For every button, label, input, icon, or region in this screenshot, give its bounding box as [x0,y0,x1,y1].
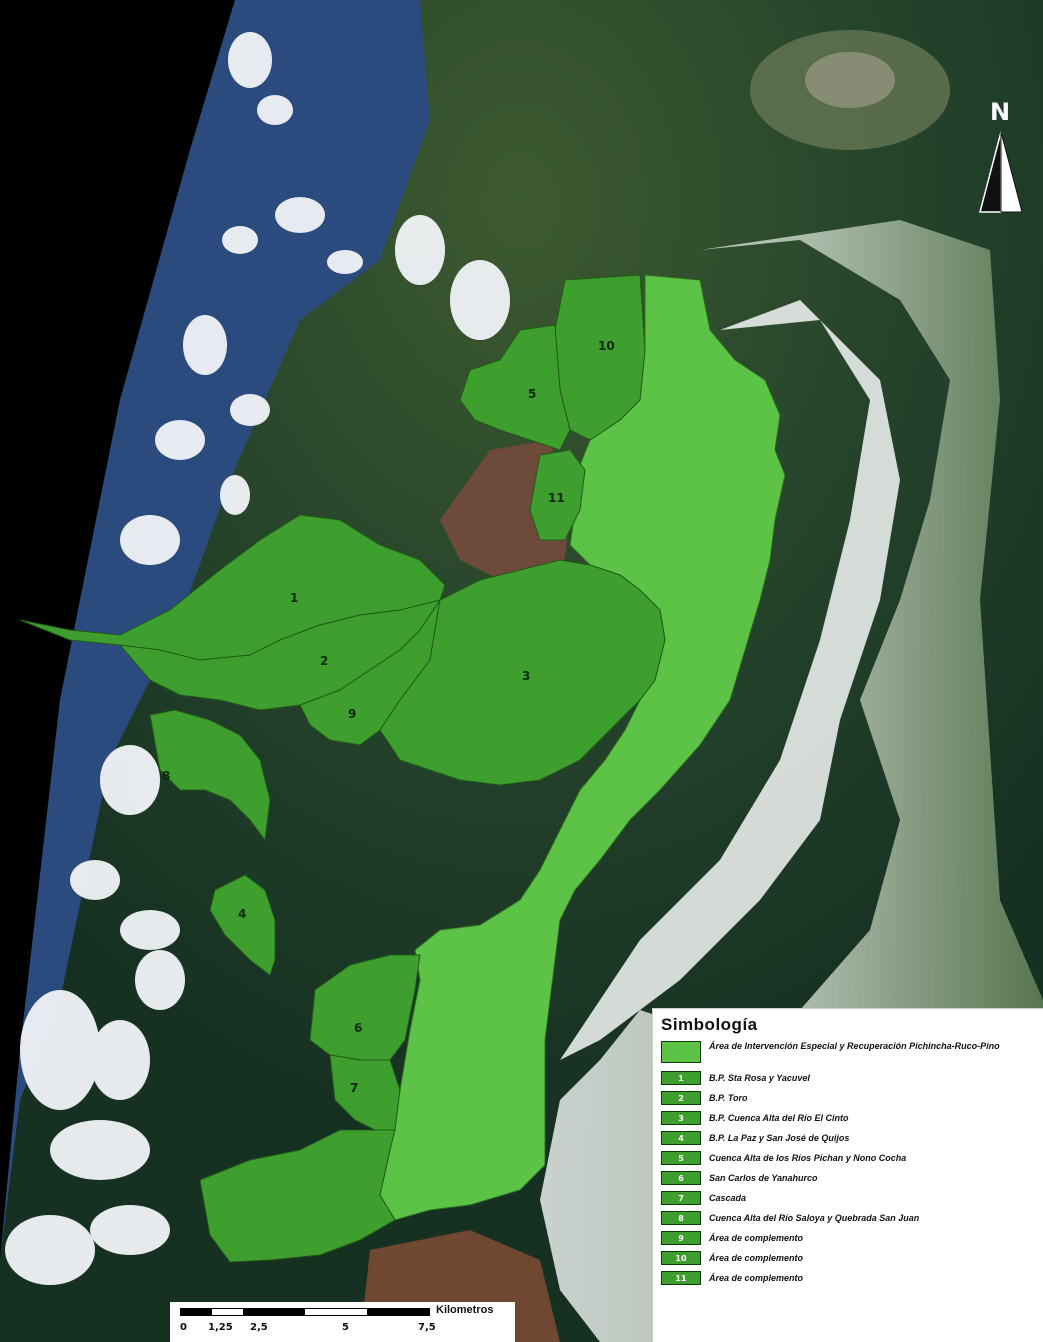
zone-south-area[interactable] [199,1129,396,1263]
legend-item-10: 10 Área de complemento [661,1251,1035,1265]
zone-2-label: 2 [320,654,328,668]
cloud-patches [5,32,510,1285]
zone-9-label: 9 [348,707,356,721]
cloud-region-west [0,0,430,1342]
legend-item-2: 2 B.P. Toro [661,1091,1035,1105]
legend-item-3: 3 B.P. Cuenca Alta del Río El Cinto [661,1111,1035,1125]
legend-swatch-11: 11 [661,1271,701,1285]
urban-area-core [560,300,900,1060]
north-arrow-icon: N [979,98,1023,213]
scale-tick-0: 0 [180,1322,187,1333]
legend-item-main: Área de Intervención Especial y Recupera… [661,1041,1035,1063]
zone-5-label: 5 [528,387,536,401]
legend-label-6: San Carlos de Yanahurco [709,1172,818,1183]
legend-label-10: Área de complemento [709,1252,804,1263]
legend-item-7: 7 Cascada [661,1191,1035,1205]
legend-swatch-5: 5 [661,1151,701,1165]
legend-item-11: 11 Área de complemento [661,1271,1035,1285]
volcano-crater [805,52,895,108]
legend-label-9: Área de complemento [709,1232,804,1243]
legend-label-main: Área de Intervención Especial y Recupera… [709,1041,1000,1051]
scale-tick-2: 2,5 [250,1322,268,1333]
legend-item-6: 6 San Carlos de Yanahurco [661,1171,1035,1185]
legend-item-9: 9 Área de complemento [661,1231,1035,1245]
legend-swatch-2: 2 [661,1091,701,1105]
legend-label-4: B.P. La Paz y San José de Quijos [709,1132,850,1143]
legend-item-1: 1 B.P. Sta Rosa y Yacuvel [661,1071,1035,1085]
legend-swatch-10: 10 [661,1251,701,1265]
legend-label-11: Área de complemento [709,1272,804,1283]
scale-bar: Kilometros 0 1,25 2,5 5 7,5 [170,1302,515,1342]
legend-swatch-7: 7 [661,1191,701,1205]
legend-label-7: Cascada [709,1192,747,1203]
legend-item-4: 4 B.P. La Paz y San José de Quijos [661,1131,1035,1145]
scale-bar-unit: Kilometros [436,1304,494,1316]
legend-label-5: Cuenca Alta de los Ríos Pichan y Nono Co… [709,1152,907,1163]
zone-4-label: 4 [238,907,246,921]
legend-item-5: 5 Cuenca Alta de los Ríos Pichan y Nono C… [661,1151,1035,1165]
legend: Simbología Área de Intervención Especial… [652,1008,1043,1342]
zone-5-area[interactable] [459,324,571,451]
zone-8-label: 8 [162,769,170,783]
legend-swatch-9: 9 [661,1231,701,1245]
scale-bar-graphic [180,1308,430,1316]
zone-6-label: 6 [354,1021,362,1035]
zone-10-label: 10 [598,339,615,353]
legend-swatch-main [661,1041,701,1063]
legend-item-8: 8 Cuenca Alta del Río Saloya y Quebrada S… [661,1211,1035,1225]
legend-swatch-3: 3 [661,1111,701,1125]
legend-title: Simbología [661,1015,758,1034]
scale-tick-1: 1,25 [208,1322,233,1333]
zone-3-area[interactable] [379,559,666,786]
legend-label-3: B.P. Cuenca Alta del Río El Cinto [709,1112,849,1123]
zone-4-area[interactable] [209,874,276,976]
zone-3-label: 3 [522,669,530,683]
legend-swatch-4: 4 [661,1131,701,1145]
legend-label-2: B.P. Toro [709,1092,748,1103]
zone-7-label: 7 [350,1081,358,1095]
zone-8-area[interactable] [149,709,271,842]
legend-swatch-1: 1 [661,1071,701,1085]
scale-tick-3: 5 [342,1322,349,1333]
legend-label-8: Cuenca Alta del Río Saloya y Quebrada Sa… [709,1212,920,1223]
legend-label-1: B.P. Sta Rosa y Yacuvel [709,1072,810,1083]
sub-zones [19,274,666,1263]
legend-swatch-8: 8 [661,1211,701,1225]
zone-11-label: 11 [548,491,565,505]
scale-tick-4: 7,5 [418,1322,436,1333]
north-label: N [990,98,1010,126]
zone-6-area[interactable] [309,954,421,1061]
zone-1-label: 1 [290,591,298,605]
zone-11-area[interactable] [529,449,586,541]
legend-swatch-6: 6 [661,1171,701,1185]
